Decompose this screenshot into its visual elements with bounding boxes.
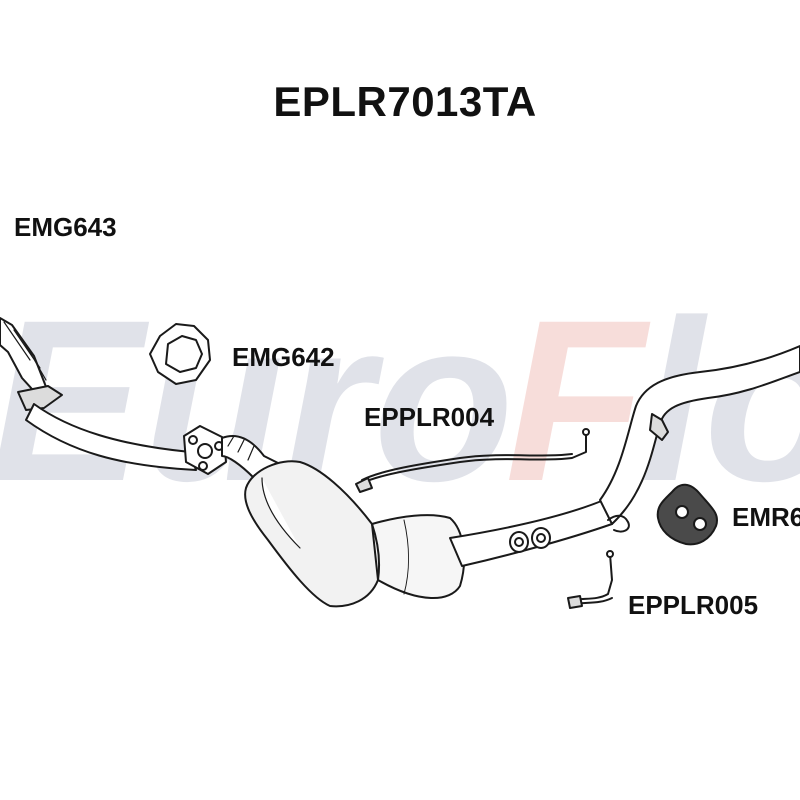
part-label-emg643: EMG643 [14,212,117,242]
cat-outlet-pipe [449,499,613,567]
rear-clip [607,514,630,533]
rubber-mount-emr6 [656,483,718,546]
front-flexi-pipe [0,317,63,411]
part-label-epplr004: EPPLR004 [364,402,495,432]
front-flange [183,425,227,475]
catalytic-converter [244,460,466,608]
sensor-bosses [509,527,551,553]
sensor-pipe-epplr005 [567,550,614,609]
sensor-pipe-epplr004 [355,428,590,493]
part-label-emg642: EMG642 [232,342,335,372]
part-label-epplr005: EPPLR005 [628,590,759,620]
tailpipe-bracket [649,413,669,441]
part-label-emr6: EMR6 [732,502,800,532]
front-pipe [25,403,197,471]
diagram-title: EPLR7013TA [273,78,537,125]
gasket-emg642 [149,323,211,385]
